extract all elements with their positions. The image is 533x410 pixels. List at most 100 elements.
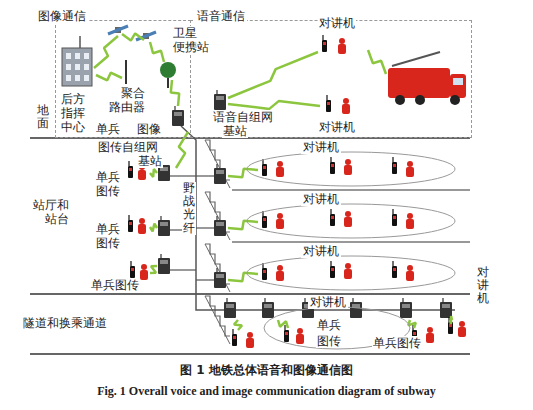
wireless-link (96, 73, 122, 81)
firefighter-head (427, 327, 433, 333)
text-label: 单兵 (95, 222, 121, 236)
walkie-talkie-icon (330, 266, 335, 278)
text-label: 中心 (60, 120, 86, 134)
antenna (216, 268, 217, 272)
text-label: 单兵 (316, 318, 342, 332)
walkie-talkie-screen (285, 332, 288, 335)
firefighter-head (345, 159, 351, 165)
firefighter-head (277, 213, 283, 219)
walkie-talkie-icon (392, 162, 397, 174)
walkie-talkie-icon (326, 100, 331, 112)
walkie-talkie-screen (449, 324, 452, 327)
antenna (216, 90, 217, 94)
floor-line (30, 293, 470, 295)
walkie-talkie-screen (131, 268, 134, 271)
walkie-talkie-icon (322, 40, 327, 52)
node-heading: 语音通信 (195, 9, 247, 23)
antenna (174, 106, 175, 110)
figure-caption-en: Fig. 1 Overall voice and image communica… (0, 384, 533, 399)
firefighter-head (277, 265, 283, 271)
base-station-icon (172, 110, 184, 126)
walkie-talkie-icon (392, 214, 397, 226)
antenna (216, 216, 217, 220)
base-station-panel (174, 112, 182, 116)
base-station-panel (442, 304, 450, 308)
fire-truck-wheel (450, 95, 460, 105)
text-label: 图传自组网 (97, 140, 159, 154)
ellipse-outline (245, 140, 457, 188)
firefighter-head (459, 321, 465, 327)
command-center-building (62, 48, 92, 86)
text-label: 基站 (137, 154, 163, 168)
fire-truck-wheel (395, 95, 405, 105)
text-label: 对讲机 (476, 266, 490, 306)
antenna (304, 298, 305, 302)
fire-truck-body (388, 68, 450, 98)
firefighter-body (406, 219, 414, 229)
satellite-panel (108, 26, 128, 34)
antenna (392, 261, 393, 266)
wireless-link (368, 50, 386, 74)
antenna (330, 209, 331, 214)
text-label: 图传 (95, 236, 121, 250)
base-station-panel (160, 260, 168, 264)
talk-group-ellipse: 对讲机 (245, 244, 457, 292)
firefighter-head (139, 218, 145, 224)
building-window (75, 75, 80, 81)
firefighter-body (276, 167, 284, 177)
firefighter-head (141, 264, 147, 270)
base-station-panel (160, 222, 168, 226)
base-station-icon (440, 302, 452, 318)
stair-rail (205, 192, 230, 240)
firefighter-body (406, 271, 414, 281)
base-station-panel (264, 304, 272, 308)
text-label: 图传 (95, 184, 121, 198)
wireless-link (150, 266, 157, 273)
building-window (66, 75, 71, 81)
building-window (84, 64, 89, 70)
firefighter-body (426, 333, 434, 343)
walkie-talkie-screen (393, 164, 396, 167)
walkie-talkie-icon (128, 166, 133, 178)
ellipse-outline (247, 256, 455, 290)
fiber-branch (170, 175, 196, 176)
stair-rail (205, 244, 230, 292)
firefighter-body (458, 327, 466, 337)
firefighter-head (339, 38, 345, 44)
base-station-icon (214, 168, 226, 184)
firefighter-head (277, 161, 283, 167)
base-station-icon (214, 94, 226, 110)
text-label: 语音自组网 (212, 110, 274, 124)
building-window (66, 53, 71, 59)
text-label: 指挥 (60, 106, 86, 120)
fire-truck-wheel (415, 95, 425, 105)
base-station-icon (350, 302, 362, 318)
antenna (160, 254, 161, 258)
walkie-talkie-screen (263, 270, 266, 273)
staircase (205, 244, 230, 284)
walkie-talkie-icon (262, 268, 267, 280)
antenna (326, 95, 327, 100)
firefighter-body (344, 269, 352, 279)
walkie-talkie-icon (128, 220, 133, 232)
antenna (330, 157, 331, 162)
wireless-link (122, 33, 144, 40)
wireless-link (278, 320, 288, 328)
text-label: 卫星 (172, 26, 198, 40)
building-window (84, 53, 89, 59)
text-label: 单兵 (95, 170, 121, 184)
firefighter-body (344, 217, 352, 227)
wireless-link (228, 221, 258, 229)
walkie-talkie-screen (331, 164, 334, 167)
walkie-talkie-screen (129, 168, 132, 171)
wireless-link (94, 36, 118, 68)
fiber-branch (196, 227, 214, 228)
stair-rail (205, 140, 230, 188)
walkie-talkie-screen (393, 268, 396, 271)
text-label: 隧道和换乘通道 (22, 316, 108, 330)
walkie-talkie-screen (393, 216, 396, 219)
wireless-link (228, 273, 258, 281)
ellipse-outline (247, 152, 455, 186)
fire-truck-cab (450, 74, 466, 98)
